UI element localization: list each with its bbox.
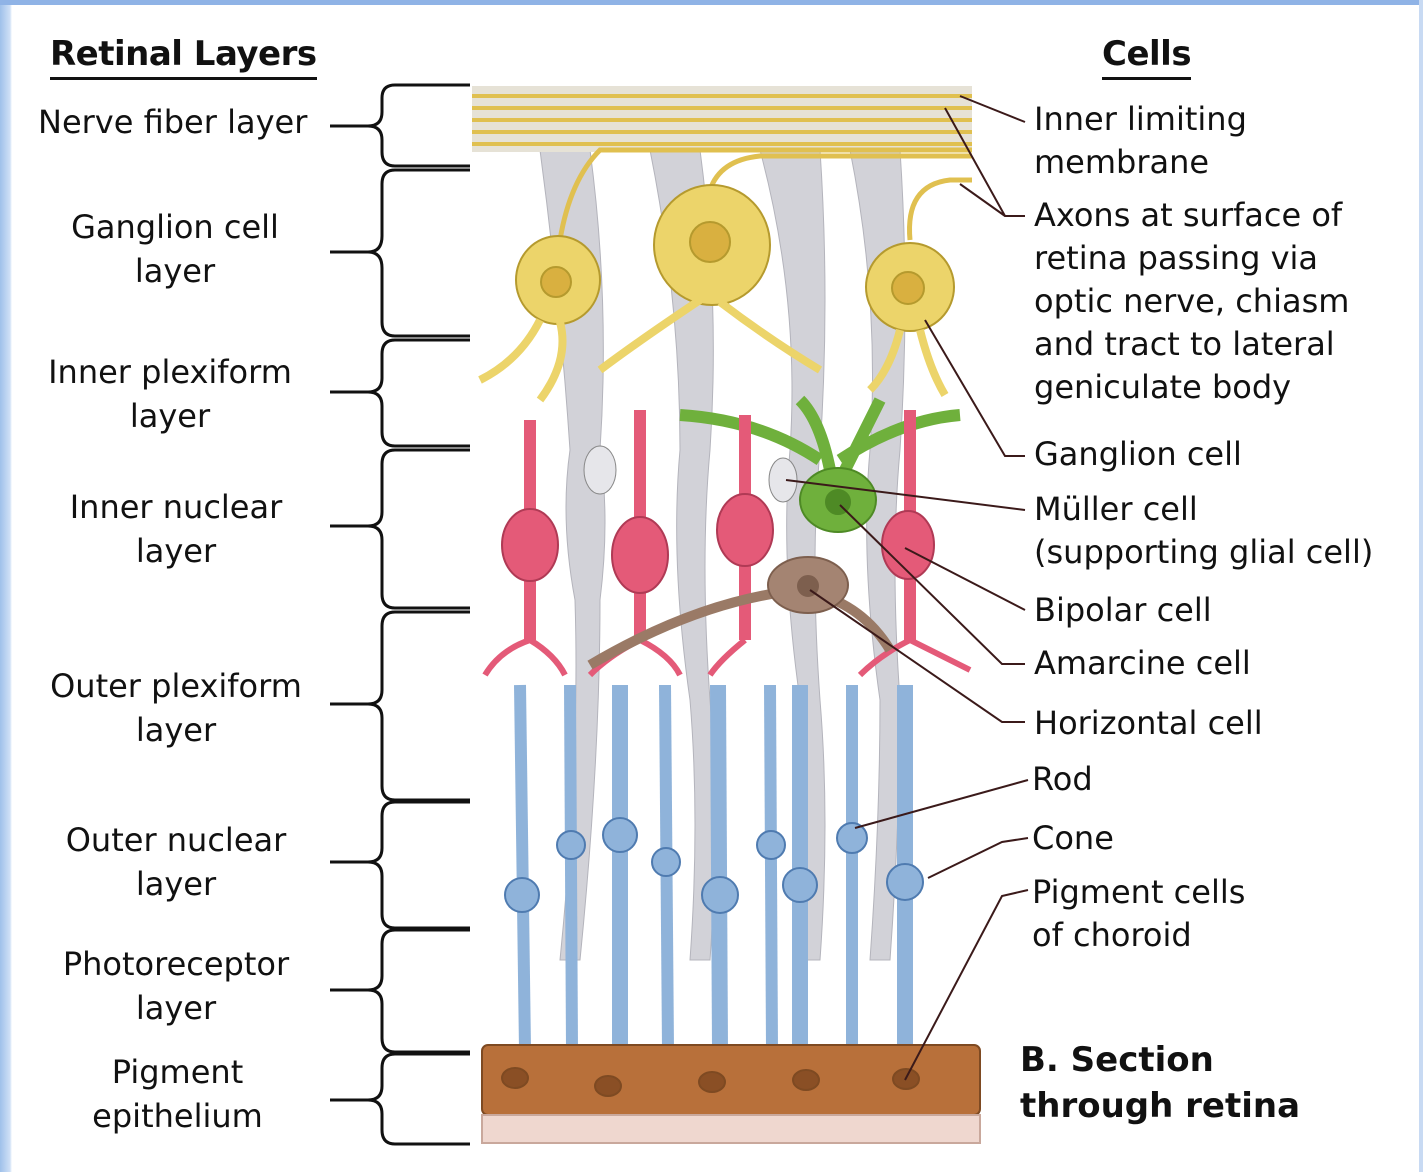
bipolar-soma (717, 494, 773, 566)
pigment-epithelium (482, 1045, 980, 1143)
brace-pigment (330, 1054, 470, 1144)
nerve-fiber-bundle (472, 86, 972, 152)
pigment-nucleus (502, 1068, 528, 1088)
brace-outer-nuclear (330, 802, 470, 928)
brace-outer-plexiform (330, 612, 470, 800)
photoreceptor-nucleus (837, 823, 867, 853)
rod (570, 685, 572, 1050)
brace-inner-plexiform (330, 340, 470, 446)
photoreceptor-nucleus (603, 818, 637, 852)
pigment-nucleus (699, 1072, 725, 1092)
ganglion-axon (910, 180, 973, 240)
brace-inner-nuclear (330, 450, 470, 608)
bipolar-soma (502, 509, 558, 581)
brace-nerve-fiber (330, 85, 470, 166)
photoreceptor-nucleus (887, 864, 923, 900)
bipolar-soma (612, 517, 668, 593)
rod (770, 685, 772, 1050)
photoreceptor-nucleus (557, 831, 585, 859)
photoreceptor-nucleus (757, 831, 785, 859)
muller-nucleus (584, 446, 616, 494)
cone (718, 685, 720, 1050)
ganglion-nucleus (541, 267, 571, 297)
photoreceptors (505, 685, 923, 1050)
layer-braces (330, 85, 470, 1144)
pigment-nucleus (595, 1076, 621, 1096)
photoreceptor-nucleus (652, 848, 680, 876)
photoreceptor-nucleus (702, 877, 738, 913)
bipolar-soma (882, 511, 934, 579)
ganglion-nucleus (892, 272, 924, 304)
leader-cone (928, 838, 1028, 878)
pigment-nucleus (793, 1070, 819, 1090)
ganglion-nucleus (690, 222, 730, 262)
leader-bipolar (905, 548, 1025, 610)
photoreceptor-nucleus (505, 878, 539, 912)
brace-photoreceptor (330, 930, 470, 1052)
brace-ganglion (330, 170, 470, 336)
photoreceptor-nucleus (783, 868, 817, 902)
rod (520, 685, 525, 1050)
choroid-band (482, 1115, 980, 1143)
